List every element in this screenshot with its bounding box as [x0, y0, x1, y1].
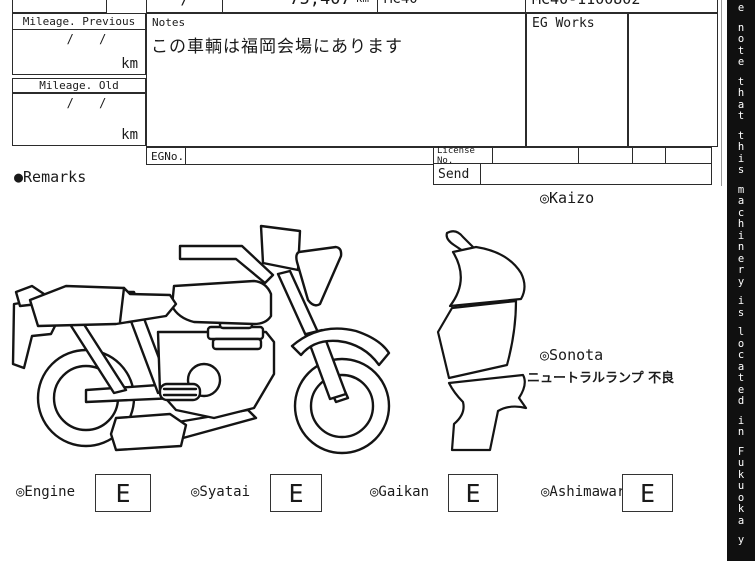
mileage-current-value: 75,407: [289, 0, 350, 9]
notes-cell: Notes この車輌は福岡会場にあります: [146, 13, 526, 147]
gaikan-grade-box: E: [448, 474, 498, 512]
send-label: Send: [438, 166, 470, 182]
mileage-previous-unit: km: [121, 56, 138, 72]
mileage-previous-label: Mileage. Previous: [22, 15, 136, 28]
license-cell-2: [578, 147, 633, 164]
eg-works-label: EG Works: [532, 16, 595, 31]
side-panel-drawing: [432, 226, 528, 454]
engine-grade-value: E: [115, 478, 131, 508]
model-code: MC40: [384, 0, 418, 7]
mileage-old-header: Mileage. Old: [12, 78, 146, 93]
send-label-cell: Send: [433, 163, 481, 185]
panel-piece-bottom: [449, 375, 526, 450]
top-stub-cell: [12, 0, 107, 13]
front-fender: [292, 329, 389, 365]
engine-grade-box: E: [95, 474, 151, 512]
engine-grade-label: ◎Engine: [16, 484, 76, 500]
date-slash: /: [180, 0, 189, 8]
mileage-previous-value-cell: / / km: [12, 29, 146, 75]
egno-label: EGNo.: [151, 149, 185, 163]
license-cell-4: [665, 147, 712, 164]
mileage-old-value-cell: / / km: [12, 93, 146, 146]
seat: [30, 286, 176, 326]
egno-value-cell: [185, 147, 434, 165]
headlight: [296, 247, 341, 305]
license-label-cell: License No.: [433, 145, 493, 166]
remarks-label: ●Remarks: [14, 168, 87, 186]
top-chassis-cell: MC40-1100802: [525, 0, 718, 13]
egno-label-cell: EGNo.: [146, 147, 186, 165]
notes-label: Notes: [152, 16, 186, 29]
motorcycle-drawing: [8, 222, 420, 470]
engine-case: [160, 384, 200, 400]
sonota-label: ◎Sonota: [540, 346, 604, 364]
ashimawari-grade-box: E: [622, 474, 673, 512]
air-cleaner: [213, 339, 261, 349]
panel-piece-middle: [438, 301, 516, 378]
chassis-number: MC40-1100802: [532, 0, 640, 8]
eg-works-value-cell: [628, 13, 718, 147]
mileage-old-label: Mileage. Old: [39, 79, 119, 92]
ashimawari-grade-label: ◎Ashimawari: [541, 484, 634, 500]
kaizo-label: ◎Kaizo: [540, 189, 595, 207]
sonota-note: ニュートラルランプ 不良: [527, 371, 675, 386]
eg-works-cell: EG Works: [526, 13, 628, 147]
gaikan-grade-value: E: [465, 478, 481, 508]
mileage-old-unit: km: [121, 127, 138, 143]
license-cell-3: [632, 147, 666, 164]
license-cell-1: [492, 147, 579, 164]
mileage-current-unit: km: [356, 0, 369, 5]
top-date-cell: /: [146, 0, 224, 13]
gaikan-grade-label: ◎Gaikan: [370, 484, 430, 500]
panel-piece-upper: [450, 247, 525, 306]
syatai-grade-label: ◎Syatai: [191, 484, 251, 500]
handlebar: [180, 246, 273, 283]
syatai-grade-value: E: [288, 478, 304, 508]
mirror: [261, 226, 300, 270]
mileage-old-date: / /: [66, 96, 116, 110]
top-mileage-cell: 75,407 km: [222, 0, 378, 13]
fuel-tank: [172, 281, 271, 324]
muffler: [111, 414, 186, 450]
mileage-previous-header: Mileage. Previous: [12, 13, 146, 30]
syatai-grade-box: E: [270, 474, 322, 512]
table-right-edge: [721, 0, 722, 186]
send-value-cell: [480, 163, 712, 185]
license-no-label: License No.: [437, 145, 475, 166]
mileage-previous-date: / /: [66, 32, 116, 46]
ashimawari-grade-value: E: [639, 478, 656, 508]
top-model-cell: MC40: [377, 0, 526, 13]
notes-text: この車輌は福岡会場にあります: [151, 37, 403, 57]
